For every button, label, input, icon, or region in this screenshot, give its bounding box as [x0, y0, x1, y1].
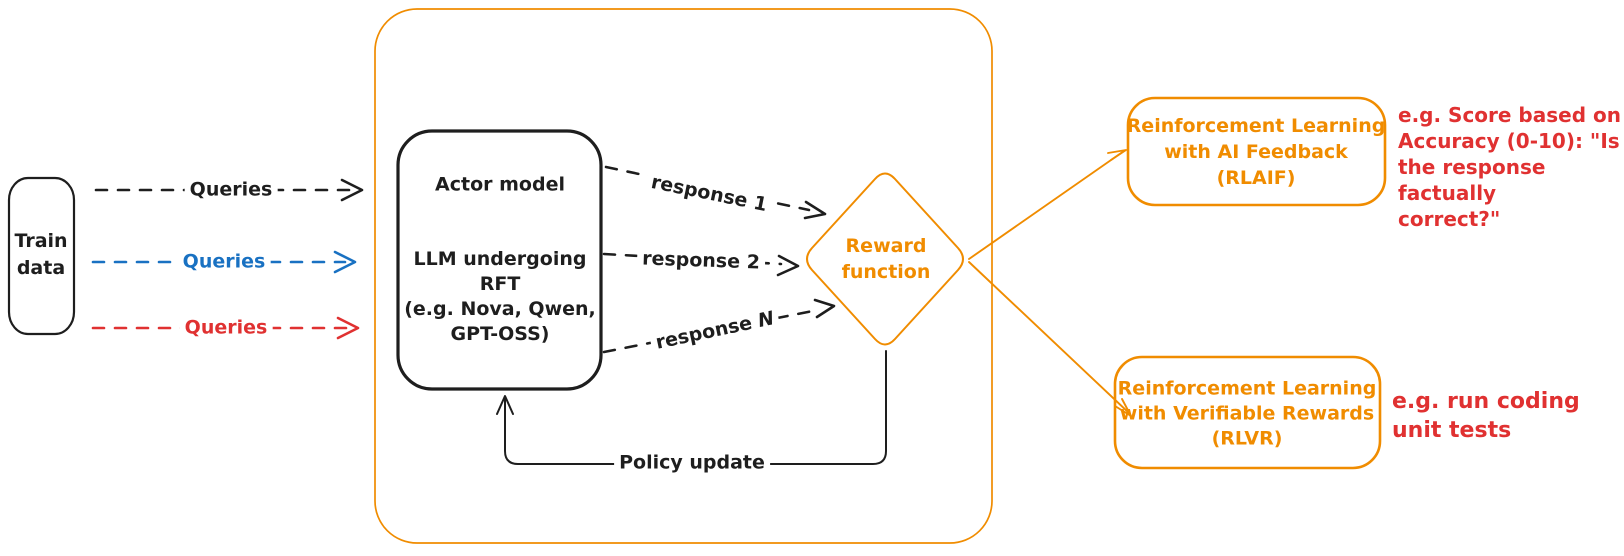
rlvr-example-note: e.g. run coding unit tests	[1392, 389, 1580, 443]
queries-label-black: Queries	[184, 177, 278, 203]
queries-label-red: Queries	[179, 315, 273, 341]
queries-arrow-black	[94, 178, 364, 202]
rlaif-example-note: e.g. Score based on Accuracy (0-10): "Is…	[1398, 103, 1621, 231]
policy-update-label: Policy update	[614, 450, 770, 476]
reward-function-diamond	[806, 172, 964, 346]
response-n-label-n: N	[755, 307, 777, 333]
rlvr-label: Reinforcement Learning with Verifiable R…	[1117, 377, 1377, 450]
reward-to-rlaif-arrow	[968, 149, 1127, 260]
train-data-label: Train data	[14, 230, 68, 279]
train-data-box	[7, 176, 76, 336]
queries-arrow-red	[91, 316, 360, 340]
rlvr-box	[1113, 355, 1382, 470]
queries-label-blue: Queries	[177, 249, 271, 275]
rlaif-box	[1126, 96, 1387, 207]
response-1-arrow	[604, 165, 827, 220]
response-2-label: response 2	[636, 246, 766, 276]
actor-model-subtitle: LLM undergoing RFT (e.g. Nova, Qwen, GPT…	[404, 248, 596, 345]
rlaif-label: Reinforcement Learning with AI Feedback …	[1126, 115, 1386, 189]
actor-model-title: Actor model	[435, 173, 565, 196]
reward-function-label: Reward function	[841, 235, 931, 283]
queries-arrow-blue	[91, 250, 357, 274]
rft-loop-container-box	[374, 8, 993, 544]
actor-model-box	[396, 129, 603, 391]
reward-to-rlvr-arrow	[968, 261, 1132, 417]
policy-update-arrow	[496, 350, 887, 465]
